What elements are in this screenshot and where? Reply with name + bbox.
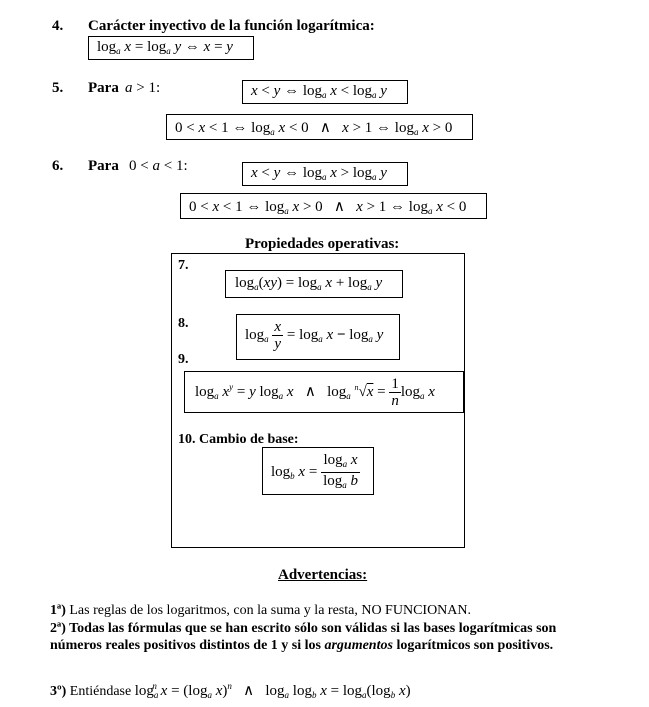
warning-3-text: Entiéndase — [66, 684, 132, 699]
item-number-10: 10. Cambio de base: — [178, 432, 299, 447]
section-heading-advertencias: Advertencias: — [278, 567, 368, 583]
warning-3: 3º) Entiéndase logan x = (loga x)n ∧ log… — [50, 678, 411, 704]
formula-5a: x < y ⇔ loga x < loga y — [251, 83, 387, 100]
formula-box-6b: 0 < x < 1 ⇔ loga x > 0 ∧ x > 1 ⇔ loga x … — [180, 193, 487, 219]
warning-2-text-a: Todas las fórmulas que se han escrito só… — [50, 621, 557, 653]
item-number-6: 6. — [52, 158, 64, 174]
warning-2-number: 2ª) — [50, 621, 66, 636]
warning-3-number: 3º) — [50, 684, 67, 699]
formula-box-6a: x < y ⇔ loga x > loga y — [242, 162, 408, 186]
item-number-4: 4. — [52, 18, 64, 34]
warning-2-text-b: logarítmicos son positivos. — [392, 638, 554, 653]
item-title-4: Carácter inyectivo de la función logarít… — [88, 18, 375, 34]
warning-2-italic: argumentos — [324, 638, 393, 653]
item-number-7: 7. — [178, 258, 189, 273]
formula-5b: 0 < x < 1 ⇔ loga x < 0 ∧ x > 1 ⇔ loga x … — [175, 120, 453, 137]
warning-1-number: 1ª) — [50, 603, 66, 618]
formula-7: loga(xy) = loga x + loga y — [235, 275, 383, 292]
formula-warning-3: logan x = (loga x)n ∧ loga logb x = loga… — [134, 681, 411, 700]
item-number-8: 8. — [178, 316, 189, 331]
operativas-frame — [171, 253, 465, 548]
item-number-5: 5. — [52, 80, 64, 96]
item-label-5: Para — [88, 80, 119, 96]
item-label-6: Para — [88, 158, 119, 174]
formula-box-5a: x < y ⇔ loga x < loga y — [242, 80, 408, 104]
formula-4: loga x = loga y ⇔ x = y — [97, 39, 233, 56]
warning-1: 1ª) Las reglas de los logaritmos, con la… — [50, 602, 630, 619]
warning-1-text: Las reglas de los logaritmos, con la sum… — [65, 603, 472, 618]
item-number-9: 9. — [178, 352, 189, 367]
condition-5: a > 1: — [125, 80, 161, 96]
condition-6: 0 < a < 1: — [129, 158, 188, 174]
formula-box-5b: 0 < x < 1 ⇔ loga x < 0 ∧ x > 1 ⇔ loga x … — [166, 114, 473, 140]
warning-2: 2ª) Todas las fórmulas que se han escrit… — [50, 620, 605, 654]
formula-6b: 0 < x < 1 ⇔ loga x > 0 ∧ x > 1 ⇔ loga x … — [189, 199, 467, 216]
formula-6a: x < y ⇔ loga x > loga y — [251, 165, 387, 182]
section-heading-operativas: Propiedades operativas: — [245, 236, 400, 252]
formula-box-4: loga x = loga y ⇔ x = y — [88, 36, 254, 60]
formula-box-7: loga(xy) = loga x + loga y — [225, 270, 403, 298]
